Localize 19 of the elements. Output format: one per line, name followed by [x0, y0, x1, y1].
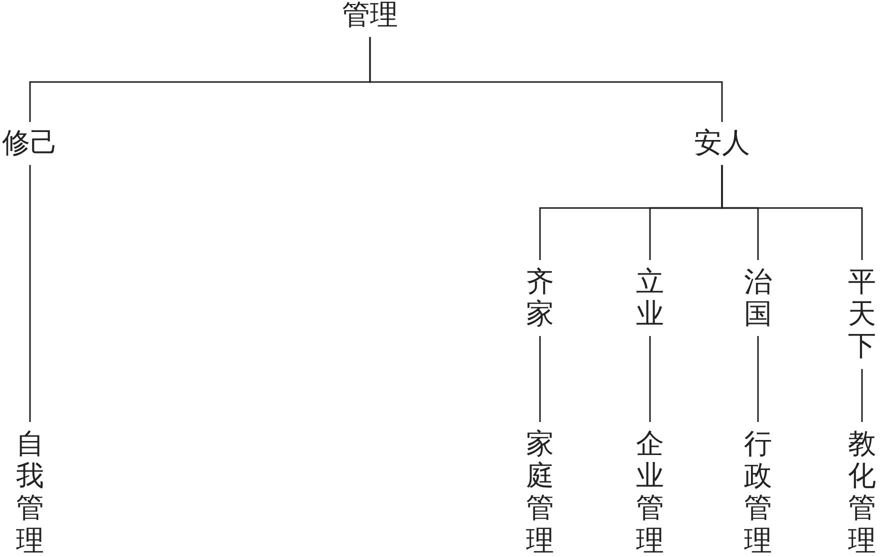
node-label: 家庭管理 — [526, 428, 554, 557]
tree-connector — [29, 165, 31, 422]
node-label: 安人 — [694, 128, 750, 159]
node-label: 齐家 — [526, 266, 554, 330]
node-label: 行政管理 — [744, 428, 772, 557]
node-label: 自我管理 — [16, 428, 44, 557]
node-label: 教化管理 — [848, 428, 876, 557]
node-label: 管理 — [342, 0, 398, 31]
node-label: 平天下 — [848, 266, 876, 363]
tree-connector — [649, 336, 651, 422]
node-label: 修己 — [2, 128, 58, 159]
tree-connector — [369, 37, 723, 122]
node-label: 企业管理 — [636, 428, 664, 557]
node-label: 立业 — [636, 266, 664, 330]
tree-connector — [721, 165, 863, 260]
tree-connector — [539, 336, 541, 422]
tree-connector — [757, 336, 759, 422]
node-label: 治国 — [744, 266, 772, 330]
tree-connector — [861, 369, 863, 422]
